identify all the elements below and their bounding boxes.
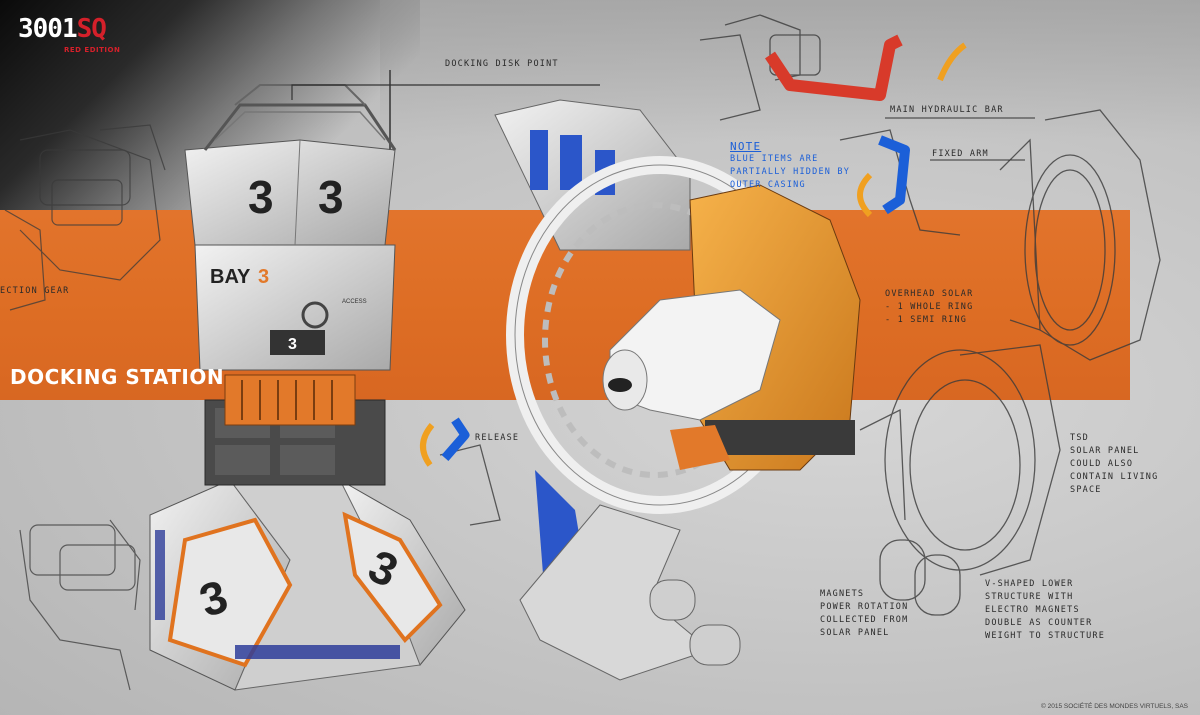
access-label: ACCESS: [342, 299, 367, 305]
docking-tower: [149, 70, 466, 691]
tower-number-left: 3: [248, 171, 274, 223]
note-line-3: OUTER CASING: [730, 180, 806, 190]
bay-label: BAY: [210, 266, 251, 288]
logo-edition: RED EDITION: [64, 46, 121, 54]
fixed-arm-blue: [878, 135, 910, 215]
tsd-line-1: TSD: [1070, 433, 1089, 443]
game-logo: 3001SQ RED EDITION: [18, 16, 138, 56]
overhead-solar-label: OVERHEAD SOLAR: [885, 289, 974, 299]
logo-mark: 3001SQ: [18, 16, 138, 42]
tsd-line-2: SOLAR PANEL: [1070, 446, 1140, 456]
logo-mark-accent: SQ: [76, 14, 107, 44]
vshape-line-4: DOUBLE AS COUNTER: [985, 618, 1093, 628]
docking-ring: [494, 99, 861, 681]
copyright-notice: © 2015 SOCIÉTÉ DES MONDES VIRTUELS, SAS: [1041, 703, 1188, 710]
magnets-line-1: MAGNETS: [820, 589, 865, 599]
section-gear-label: ECTION GEAR: [0, 286, 70, 296]
hydraulic-arrow: [937, 42, 967, 82]
overhead-solar-note: OVERHEAD SOLAR - 1 WHOLE RING - 1 SEMI R…: [885, 288, 973, 327]
access-number: 3: [288, 336, 297, 353]
docking-disk-point-label: DOCKING DISK POINT: [445, 59, 559, 69]
note-block: NOTE BLUE ITEMS ARE PARTIALLY HIDDEN BY …: [730, 140, 850, 192]
magnets-note: MAGNETS POWER ROTATION COLLECTED FROM SO…: [820, 588, 908, 640]
overhead-item-1: - 1 WHOLE RING: [885, 302, 974, 312]
bay-number: 3: [258, 266, 269, 288]
fixed-arm-label: FIXED ARM: [932, 149, 989, 159]
vshape-note: V-SHAPED LOWER STRUCTURE WITH ELECTRO MA…: [985, 578, 1105, 643]
tsd-line-3: COULD ALSO: [1070, 459, 1134, 469]
vshape-line-2: STRUCTURE WITH: [985, 592, 1074, 602]
vshape-line-5: WEIGHT TO STRUCTURE: [985, 631, 1106, 641]
fixed-arm-arrow: [857, 172, 873, 218]
tsd-line-4: CONTAIN LIVING: [1070, 472, 1159, 482]
magnets-line-4: SOLAR PANEL: [820, 628, 890, 638]
main-hydraulic-bar-label: MAIN HYDRAULIC BAR: [890, 105, 1004, 115]
magnets-line-2: POWER ROTATION: [820, 602, 909, 612]
release-arm-blue: [441, 417, 470, 461]
note-title: NOTE: [730, 140, 762, 153]
tsd-line-5: SPACE: [1070, 485, 1102, 495]
left-bottom-sketch: [19, 519, 141, 691]
right-sketches: [439, 14, 1161, 616]
note-line-2: PARTIALLY HIDDEN BY: [730, 167, 851, 177]
note-line-1: BLUE ITEMS ARE: [730, 154, 819, 164]
vshape-line-3: ELECTRO MAGNETS: [985, 605, 1080, 615]
release-label: RELEASE: [475, 433, 520, 443]
docking-callout-line: [291, 84, 600, 100]
section-title: DOCKING STATION: [10, 365, 225, 389]
overhead-item-2: - 1 SEMI RING: [885, 315, 968, 325]
vshape-line-1: V-SHAPED LOWER: [985, 579, 1074, 589]
tower-number-right: 3: [318, 171, 344, 223]
logo-mark-main: 3001: [18, 14, 78, 44]
tsd-note: TSD SOLAR PANEL COULD ALSO CONTAIN LIVIN…: [1070, 432, 1158, 497]
main-hydraulic-bar-red: [765, 34, 903, 101]
left-gear-sketch: [4, 124, 166, 311]
release-arrow: [420, 423, 435, 467]
magnets-line-3: COLLECTED FROM: [820, 615, 909, 625]
